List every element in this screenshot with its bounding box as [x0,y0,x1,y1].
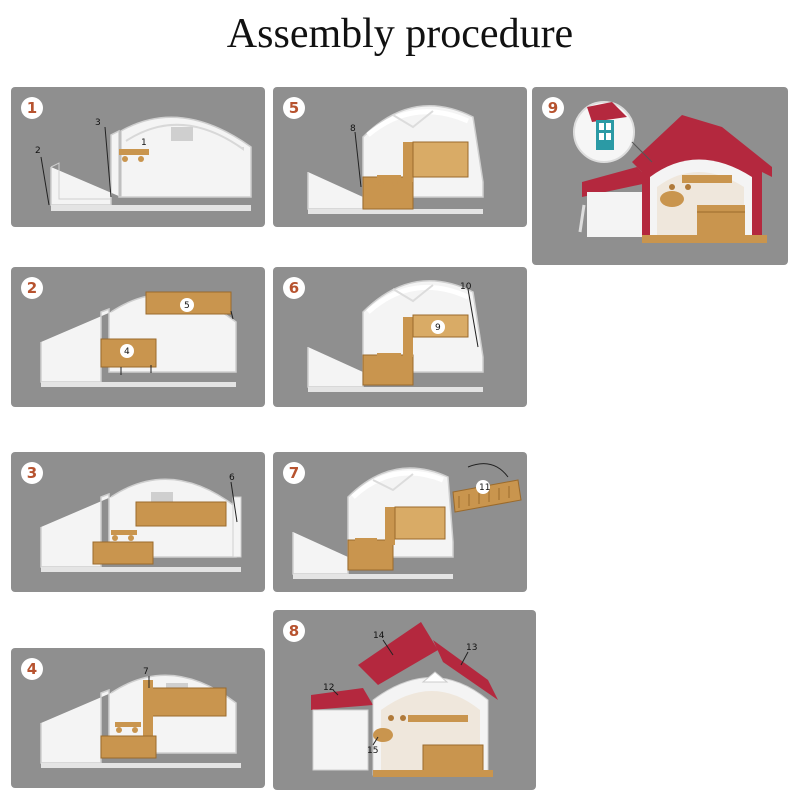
step-5-illustration: 8 [307,105,484,214]
step-8-illustration: 14 13 12 15 [311,622,498,777]
part-label: 11 [479,483,490,493]
part-label: 5 [184,301,190,311]
step-3-illustration: 6 [40,473,242,572]
part-label: 8 [350,124,356,134]
step-number-badge: 2 [21,277,43,299]
step-6-panel: 10 9 6 [273,267,527,407]
step-number-badge: 1 [21,97,43,119]
step-9-illustration [573,101,772,243]
step-number-badge: 7 [283,462,305,484]
step-5-panel: 8 5 [273,87,527,227]
page-title: Assembly procedure [226,11,574,57]
step-4-illustration: 7 [40,667,241,768]
step-1-illustration: 2 3 1 [35,116,252,211]
step-number-badge: 6 [283,277,305,299]
part-label: 7 [143,667,149,677]
step-1-panel: 2 3 1 1 [11,87,265,227]
step-number-badge: 5 [283,97,305,119]
step-number-badge: 8 [283,620,305,642]
step-7-panel: 11 7 [273,452,527,592]
step-2-panel: 5 4 2 [11,267,265,407]
part-label: 10 [460,282,472,292]
part-label: 1 [141,138,147,148]
part-label: 13 [466,643,477,653]
step-6-illustration: 10 9 [307,280,484,392]
part-label: 15 [367,746,378,756]
part-label: 4 [124,347,130,357]
step-8-panel: 14 13 12 15 8 [273,610,536,790]
part-label: 9 [435,323,441,333]
step-number-badge: 4 [21,658,43,680]
step-number-badge: 3 [21,462,43,484]
part-label: 2 [35,146,41,156]
step-4-panel: 7 4 [11,648,265,788]
step-3-panel: 6 3 [11,452,265,592]
step-7-illustration: 11 [292,463,522,579]
step-2-illustration: 5 4 [40,291,237,387]
part-label: 14 [373,631,385,641]
step-9-panel: 9 [532,87,788,265]
step-number-badge: 9 [542,97,564,119]
part-label: 3 [95,118,101,128]
part-label: 12 [323,683,334,693]
part-label: 6 [229,473,235,483]
